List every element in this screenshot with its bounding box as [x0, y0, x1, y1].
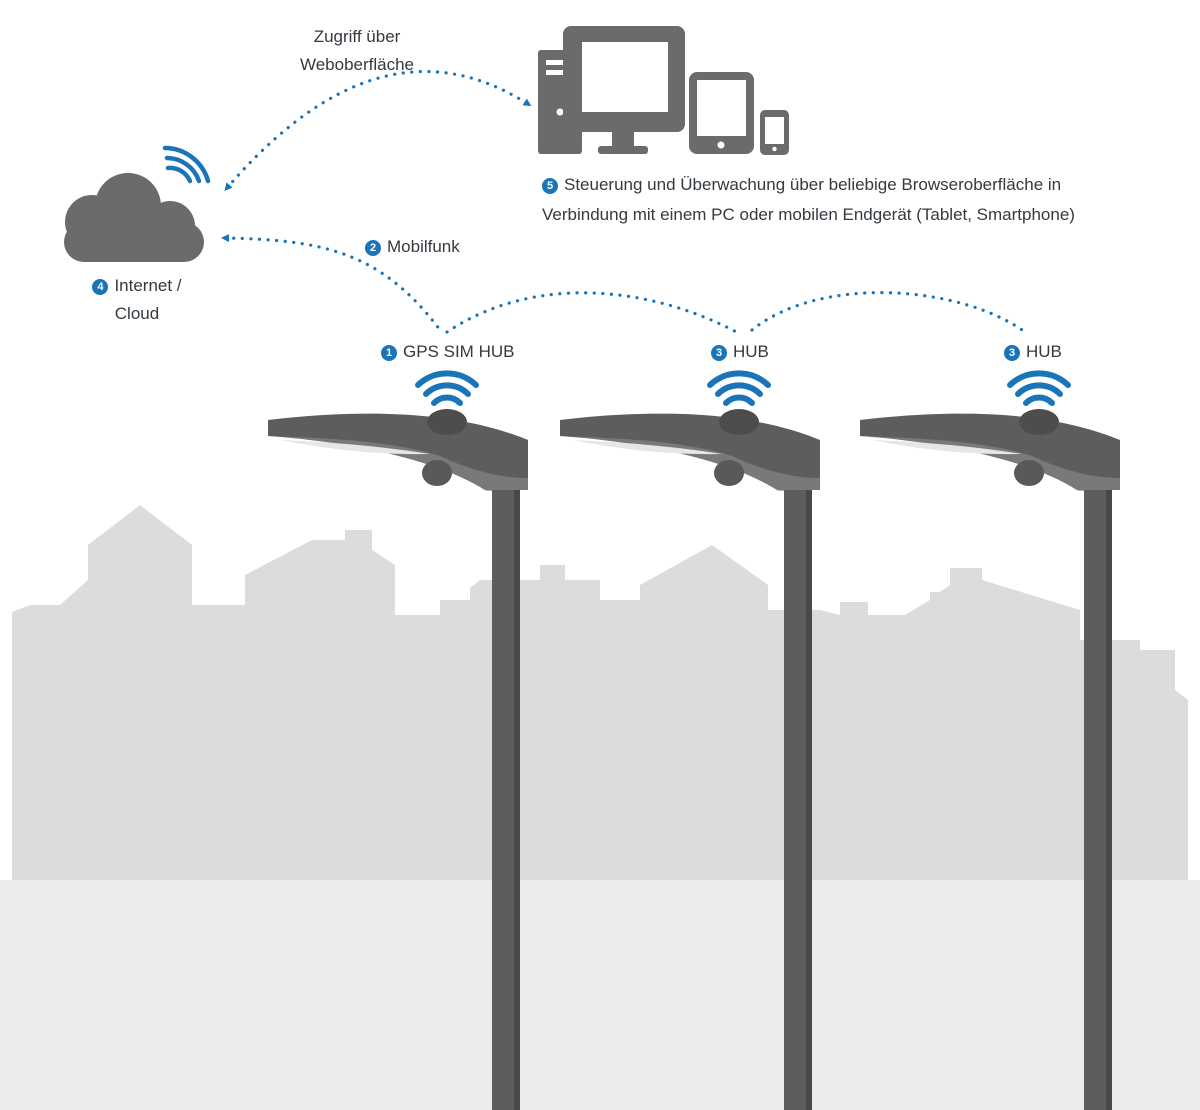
smartphone-icon: [760, 110, 789, 155]
mesh-link-2: [750, 291, 1027, 334]
step-badge: 4: [92, 279, 109, 295]
web-access-line-2: Weboberfläche: [299, 55, 415, 74]
step-badge: 1: [381, 345, 397, 361]
web-access-line-1: Zugriff über: [313, 27, 401, 46]
control-line-2: Verbindung mit einem PC oder mobilen End…: [542, 205, 1075, 224]
skyline-background: [0, 505, 1200, 1110]
cloud-line-2: Cloud: [114, 304, 160, 323]
web-access-link: [224, 69, 532, 192]
step-badge: 5: [542, 178, 558, 194]
step-badge: 3: [1004, 345, 1020, 361]
street-lamp-icon: [268, 370, 528, 1110]
cloud-icon: [64, 173, 204, 262]
step-badge: 2: [365, 240, 381, 256]
tablet-icon: [689, 72, 754, 154]
mesh-link-1: [445, 291, 742, 336]
connection-lines: [221, 69, 1027, 336]
web-access-label: Zugriff über Weboberfläche: [282, 25, 432, 77]
step-badge: 3: [711, 345, 727, 361]
mobile-network-link: [221, 234, 442, 332]
desktop-computer-icon: [538, 26, 685, 154]
wifi-icon: [162, 145, 211, 184]
